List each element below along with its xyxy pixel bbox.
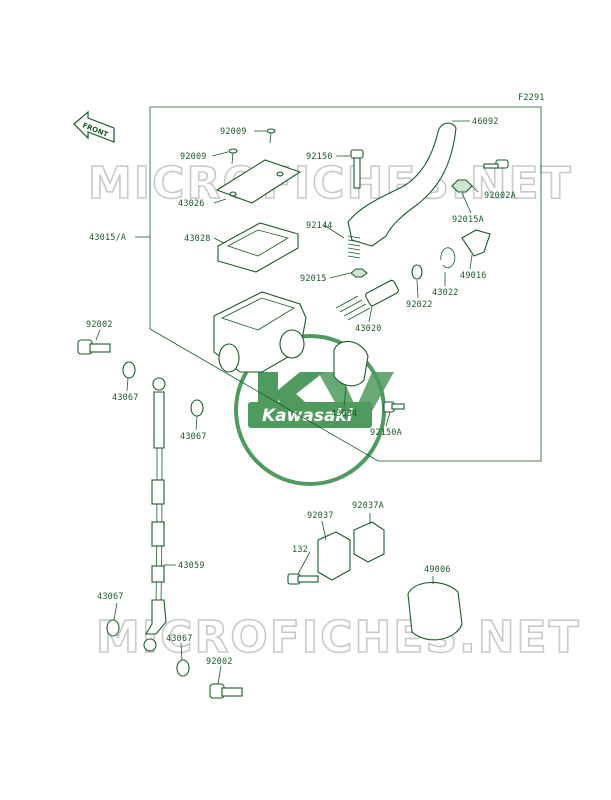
switch-housing xyxy=(407,581,463,641)
part-label: 92002 xyxy=(206,657,233,667)
leader-lines xyxy=(95,120,479,685)
master-cylinder-body xyxy=(213,291,307,373)
part-label: 43067 xyxy=(166,634,193,644)
part-label: 92015A xyxy=(452,215,484,225)
kawasaki-logo: Kawasaki xyxy=(234,334,394,486)
part-label: 92009 xyxy=(180,152,207,162)
circlip xyxy=(440,247,456,269)
washer-43067-a xyxy=(122,361,136,379)
part-label: 92002 xyxy=(86,320,113,330)
part-label: 92009 xyxy=(220,127,247,137)
part-label: 92037A xyxy=(352,501,384,511)
part-label: 92022 xyxy=(406,300,433,310)
part-label: 92037 xyxy=(307,511,334,521)
part-label: 92015 xyxy=(300,274,327,284)
part-label: 92002A xyxy=(484,191,516,201)
banjo-bolt-lower xyxy=(209,683,243,699)
brake-lever xyxy=(347,122,457,247)
nut-92015 xyxy=(350,268,368,278)
brake-hose xyxy=(143,377,167,652)
bolt-132 xyxy=(287,573,319,585)
watermark-bottom: MICROFICHES.NET xyxy=(96,612,581,663)
logo-text: Kawasaki xyxy=(262,406,354,426)
figure-code: F2291 xyxy=(518,93,545,103)
washer-43067-b xyxy=(190,399,204,417)
part-label: 43028 xyxy=(184,234,211,244)
spring-92144 xyxy=(347,235,361,259)
bolt-92150a xyxy=(383,401,405,413)
diaphragm xyxy=(217,222,299,273)
part-label: 46092 xyxy=(472,117,499,127)
part-label: 43067 xyxy=(180,432,207,442)
part-label: 132 xyxy=(292,545,308,555)
part-label: 43067 xyxy=(112,393,139,403)
part-label: 43026 xyxy=(178,199,205,209)
bracket-92037a xyxy=(353,521,385,563)
part-label: 43022 xyxy=(432,288,459,298)
part-label: 49006 xyxy=(424,565,451,575)
part-label: 92150A xyxy=(370,428,402,438)
part-label: 43059 xyxy=(178,561,205,571)
washer-43067-c xyxy=(106,619,120,637)
washer-92022 xyxy=(411,264,423,280)
assembly-outline xyxy=(149,106,542,462)
part-labels: 92009 92009 92150 46092 43026 92002A 430… xyxy=(86,117,516,667)
part-label: 43034 xyxy=(331,409,358,419)
part-label: 43015/A xyxy=(89,233,126,243)
banjo-bolt-upper xyxy=(77,339,111,355)
front-arrow-icon: FRONT xyxy=(73,110,115,143)
bracket-92037 xyxy=(317,531,351,581)
part-label: 92150 xyxy=(306,152,333,162)
piston-assembly xyxy=(335,279,399,321)
screw-92009-b xyxy=(228,148,238,165)
reservoir-cap xyxy=(215,159,302,204)
part-label: 43067 xyxy=(97,592,124,602)
part-label: 43020 xyxy=(355,324,382,334)
pivot-bolt xyxy=(350,149,364,189)
part-label: 92144 xyxy=(306,221,333,231)
part-label: 49016 xyxy=(460,271,487,281)
clamp xyxy=(333,340,369,387)
washer-43067-d xyxy=(176,659,190,677)
bolt-92002a xyxy=(483,159,509,169)
dust-boot xyxy=(461,229,491,257)
screw-92009-a xyxy=(266,128,276,144)
